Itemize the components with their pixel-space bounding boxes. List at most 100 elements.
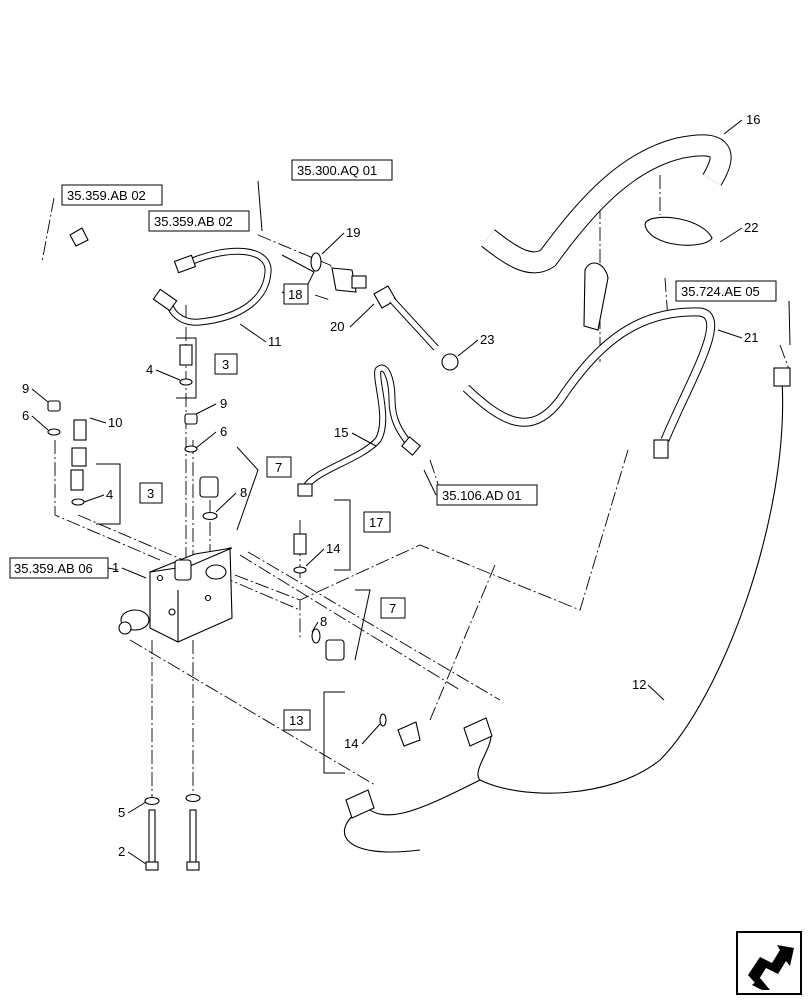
oring-item-19 bbox=[310, 252, 322, 272]
reference-box-35-359-ab-02-a[interactable]: 35.359.AB 02 bbox=[61, 184, 163, 206]
svg-text:17: 17 bbox=[369, 515, 383, 530]
callout-12: 12 bbox=[632, 677, 665, 701]
reference-label: 35.300.AQ 01 bbox=[297, 163, 377, 178]
sensor-item-18 bbox=[331, 267, 367, 293]
svg-text:21: 21 bbox=[744, 330, 758, 345]
svg-text:19: 19 bbox=[346, 225, 360, 240]
svg-text:1: 1 bbox=[112, 560, 119, 575]
svg-text:14: 14 bbox=[326, 541, 340, 556]
hose-item-15 bbox=[297, 364, 421, 497]
callout-20: 20 bbox=[330, 303, 375, 334]
svg-text:5: 5 bbox=[118, 805, 125, 820]
fitting-item-14-upper bbox=[293, 533, 307, 574]
clip-item-23 bbox=[441, 353, 459, 371]
elbow-item-14-lower bbox=[379, 713, 421, 747]
washer-item-6-right bbox=[184, 445, 198, 453]
clamp-item-22 bbox=[644, 216, 713, 246]
wire-harness-item-12 bbox=[343, 367, 791, 853]
tube-item-20 bbox=[373, 285, 439, 351]
boxed-number-3-lower: 3 bbox=[96, 463, 163, 525]
svg-text:23: 23 bbox=[480, 332, 494, 347]
svg-text:2: 2 bbox=[118, 844, 125, 859]
callout-8-upper: 8 bbox=[215, 485, 247, 513]
boxed-number-17: 17 bbox=[334, 499, 391, 571]
svg-text:6: 6 bbox=[220, 424, 227, 439]
callout-2: 2 bbox=[118, 844, 147, 865]
svg-text:18: 18 bbox=[288, 287, 302, 302]
svg-text:3: 3 bbox=[147, 486, 154, 501]
svg-text:3: 3 bbox=[222, 357, 229, 372]
reference-label: 35.724.AE 05 bbox=[681, 284, 760, 299]
callout-5: 5 bbox=[118, 801, 147, 820]
reference-box-35-359-ab-02-b[interactable]: 35.359.AB 02 bbox=[148, 210, 250, 232]
boxed-number-13: 13 bbox=[283, 691, 345, 774]
svg-text:8: 8 bbox=[320, 614, 327, 629]
svg-text:22: 22 bbox=[744, 220, 758, 235]
callout-23: 23 bbox=[457, 332, 494, 357]
callout-19: 19 bbox=[321, 225, 360, 255]
washer-item-6-left bbox=[47, 428, 61, 436]
svg-text:13: 13 bbox=[289, 713, 303, 728]
boxed-number-18: 18 bbox=[281, 254, 315, 305]
svg-text:7: 7 bbox=[389, 601, 396, 616]
boxed-number-7-upper: 7 bbox=[236, 446, 292, 531]
svg-text:7: 7 bbox=[275, 460, 282, 475]
svg-text:14: 14 bbox=[344, 736, 358, 751]
reference-label: 35.106.AD 01 bbox=[442, 488, 522, 503]
reference-box-35-300-aq-01[interactable]: 35.300.AQ 01 bbox=[291, 159, 393, 181]
fitting-item-4-lower bbox=[70, 469, 85, 506]
callout-11: 11 bbox=[239, 323, 282, 349]
svg-text:16: 16 bbox=[746, 112, 760, 127]
callout-14-lower: 14 bbox=[344, 723, 381, 751]
reference-box-35-359-ab-06[interactable]: 35.359.AB 06 bbox=[9, 557, 109, 579]
hose-item-11 bbox=[152, 247, 272, 326]
hose-clamp bbox=[583, 262, 609, 331]
svg-text:12: 12 bbox=[632, 677, 646, 692]
plug-item-9-left bbox=[47, 400, 61, 412]
callout-8-lower: 8 bbox=[311, 614, 327, 633]
callout-21: 21 bbox=[717, 329, 758, 345]
callout-4-upper: 4 bbox=[146, 362, 181, 381]
reference-label: 35.359.AB 02 bbox=[154, 214, 233, 229]
plug-item-8-lower bbox=[311, 628, 345, 661]
boxed-number-3-upper: 3 bbox=[176, 337, 238, 399]
svg-text:11: 11 bbox=[268, 334, 282, 349]
bolt-item-2 bbox=[144, 796, 160, 871]
svg-text:6: 6 bbox=[22, 408, 29, 423]
svg-text:10: 10 bbox=[108, 415, 122, 430]
callout-15: 15 bbox=[334, 425, 377, 447]
boxed-number-7-lower: 7 bbox=[354, 589, 406, 661]
reference-box-35-724-ae-05[interactable]: 35.724.AE 05 bbox=[675, 280, 777, 302]
callout-9-right: 9 bbox=[195, 396, 227, 415]
svg-text:9: 9 bbox=[220, 396, 227, 411]
callout-1: 1 bbox=[112, 560, 147, 579]
callout-22: 22 bbox=[719, 220, 758, 243]
reference-label: 35.359.AB 02 bbox=[67, 188, 146, 203]
valve-block-item-1 bbox=[118, 547, 233, 643]
svg-text:9: 9 bbox=[22, 381, 29, 396]
svg-text:20: 20 bbox=[330, 319, 344, 334]
plug-item-9-right bbox=[184, 413, 198, 425]
fitting-item-4-upper bbox=[179, 344, 193, 386]
svg-text:4: 4 bbox=[146, 362, 153, 377]
reference-box-35-106-ad-01[interactable]: 35.106.AD 01 bbox=[436, 484, 538, 506]
reference-label: 35.359.AB 06 bbox=[14, 561, 93, 576]
hose-item-21 bbox=[462, 307, 716, 459]
callout-16: 16 bbox=[723, 112, 760, 135]
callout-6-right: 6 bbox=[195, 424, 227, 449]
svg-text:8: 8 bbox=[240, 485, 247, 500]
callout-4-lower: 4 bbox=[83, 487, 113, 503]
callout-10: 10 bbox=[89, 415, 122, 430]
hose-item-10 bbox=[69, 227, 107, 467]
callout-6-left: 6 bbox=[22, 408, 49, 431]
svg-text:4: 4 bbox=[106, 487, 113, 502]
reference-leaders bbox=[107, 180, 791, 571]
bolt-item-2-second bbox=[185, 793, 201, 871]
callout-14-upper: 14 bbox=[305, 541, 340, 567]
plug-item-8-upper bbox=[199, 476, 219, 521]
svg-text:15: 15 bbox=[334, 425, 348, 440]
hose-item-16 bbox=[481, 134, 732, 274]
callout-9-left: 9 bbox=[22, 381, 49, 403]
next-page-arrow-icon[interactable] bbox=[736, 931, 802, 995]
